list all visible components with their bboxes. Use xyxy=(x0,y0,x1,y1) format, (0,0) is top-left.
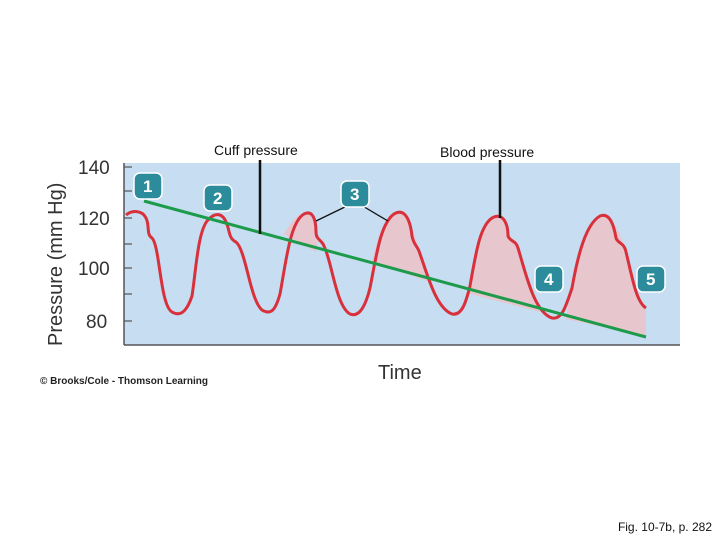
shaded-flow-regions xyxy=(284,213,646,336)
x-axis-label: Time xyxy=(378,362,422,384)
marker-1: 1 xyxy=(133,172,163,200)
figure-reference: Fig. 10-7b, p. 282 xyxy=(617,520,712,534)
svg-text:4: 4 xyxy=(544,270,554,289)
marker-3-pointer-right xyxy=(360,204,389,222)
y-axis-label: Pressure (mm Hg) xyxy=(45,183,67,346)
blood-pressure-wave xyxy=(125,210,647,320)
marker-5: 5 xyxy=(636,265,666,293)
svg-text:5: 5 xyxy=(646,270,655,289)
y-tick-80: 80 xyxy=(86,312,107,333)
svg-text:3: 3 xyxy=(350,185,359,204)
y-tick-marks xyxy=(124,166,132,322)
cuff-pressure-label: Cuff pressure xyxy=(214,142,298,158)
y-tick-100: 100 xyxy=(78,259,110,280)
copyright-credit: © Brooks/Cole - Thomson Learning xyxy=(40,376,208,387)
y-tick-140: 140 xyxy=(78,158,110,179)
marker-2: 2 xyxy=(203,184,233,212)
svg-text:2: 2 xyxy=(213,189,222,208)
y-tick-120: 120 xyxy=(78,209,110,230)
blood-pressure-label: Blood pressure xyxy=(440,144,534,160)
svg-text:1: 1 xyxy=(143,177,152,196)
marker-4: 4 xyxy=(534,265,564,293)
cuff-pressure-line xyxy=(143,199,647,339)
marker-3: 3 xyxy=(340,180,370,208)
marker-3-pointer-left xyxy=(315,204,350,222)
